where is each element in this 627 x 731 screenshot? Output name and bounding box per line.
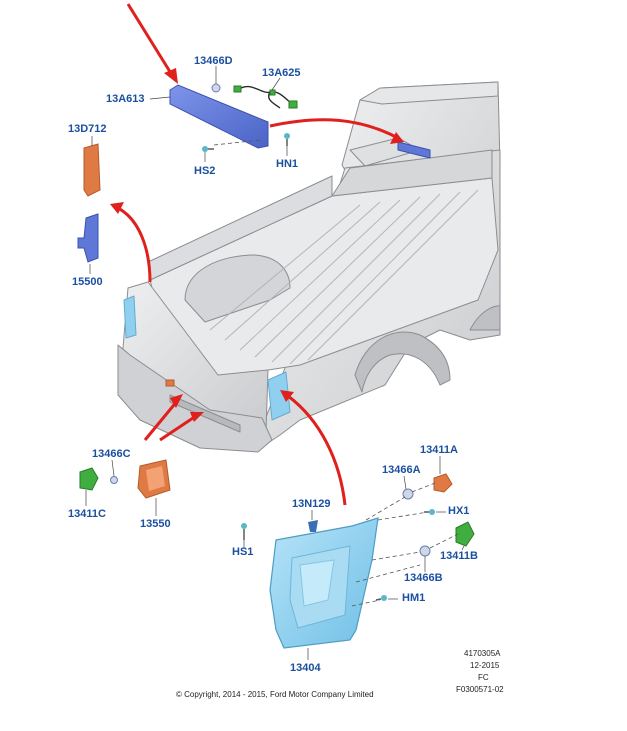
callout-13466D: 13466D (194, 55, 233, 67)
socket-13411B (455, 521, 475, 547)
arrow-13466C-a-stroke (143, 399, 180, 441)
socket-13411C (79, 467, 99, 491)
bumper-step (169, 394, 241, 433)
bracket-15500 (77, 213, 99, 263)
tail-lamp-reflector (299, 559, 335, 607)
high-mount-lamp-13A613 (169, 84, 269, 149)
arrow-to-13A613-stroke (126, 3, 174, 76)
front-wheel-arch (469, 305, 501, 331)
rear-wheel-arch (354, 331, 451, 393)
clip-13N129 (308, 520, 318, 532)
arrowhead-13A613 (164, 68, 178, 84)
callout-13411A: 13411A (420, 444, 458, 456)
arrow-13466C-b-stroke (159, 414, 197, 442)
assembly-dashed-lines (213, 139, 459, 607)
truck-illustration (117, 81, 501, 453)
red-arrowheads (110, 68, 404, 422)
lens-13D712 (83, 143, 101, 197)
arrowhead-15500 (110, 202, 124, 214)
callout-13411C: 13411C (68, 508, 106, 520)
cab-high-mount-lamp (397, 141, 431, 159)
callout-13411B: 13411B (440, 550, 478, 562)
callout-HM1: HM1 (402, 592, 426, 604)
callout-13466C: 13466C (92, 448, 131, 460)
cab-roof (359, 81, 499, 105)
license-lamp-lens-highlight (146, 466, 165, 491)
callout-13466B: 13466B (404, 572, 443, 584)
arrow-13404-stroke (287, 394, 347, 506)
fastener-HN1 (284, 133, 290, 146)
callout-HS2: HS2 (194, 165, 216, 177)
callout-HX1: HX1 (448, 505, 470, 517)
arrowhead-13404 (280, 390, 294, 402)
copyright-notice: © Copyright, 2014 - 2015, Ford Motor Com… (176, 690, 374, 699)
screw-HX1 (424, 509, 435, 515)
socket-13411A (433, 473, 453, 493)
callout-13404: 13404 (290, 662, 321, 674)
arrowhead-cab (390, 132, 404, 144)
callout-HN1: HN1 (276, 158, 299, 170)
bed-front-wall (331, 149, 493, 197)
bed-wheel-hump (184, 254, 291, 323)
bulb-13466B (419, 545, 431, 557)
callout-13D712: 13D712 (68, 123, 107, 135)
callout-15500: 15500 (72, 276, 103, 288)
illustration-date: 12-2015 (470, 661, 500, 670)
callout-HS1: HS1 (232, 546, 254, 558)
screw-HS1 (241, 523, 247, 540)
arrowhead-13466C-a (170, 394, 183, 408)
arrowhead-13466C-b (190, 412, 204, 422)
arrow-cab-stroke (269, 118, 399, 140)
bulb-13466A (402, 488, 414, 500)
callout-13N129: 13N129 (292, 498, 331, 510)
callout-leader-lines (85, 66, 465, 660)
red-indicator-arrows (117, 3, 399, 506)
wiring-harness-13A625 (237, 85, 293, 109)
callout-13A625: 13A625 (262, 67, 301, 79)
illustration-fc: FC (478, 673, 489, 682)
harness-connectors (233, 85, 298, 109)
bed-floor-ribs (209, 189, 479, 365)
illustration-code: 4170305A (464, 649, 501, 658)
bulb-13466C (110, 476, 118, 484)
license-lamp-on-bumper (165, 379, 175, 387)
illustration-ref: F0300571-02 (456, 685, 504, 694)
callout-13550: 13550 (140, 518, 171, 530)
fastener-HS2 (202, 146, 214, 152)
fastener-HM1 (375, 595, 387, 601)
arrow-15500-stroke (117, 206, 152, 283)
callout-13466A: 13466A (382, 464, 421, 476)
right-tail-lamp-on-truck (267, 371, 291, 421)
callout-13A613: 13A613 (106, 93, 145, 105)
bulb-13466D (211, 83, 221, 93)
left-tail-lamp-on-truck (123, 295, 137, 339)
